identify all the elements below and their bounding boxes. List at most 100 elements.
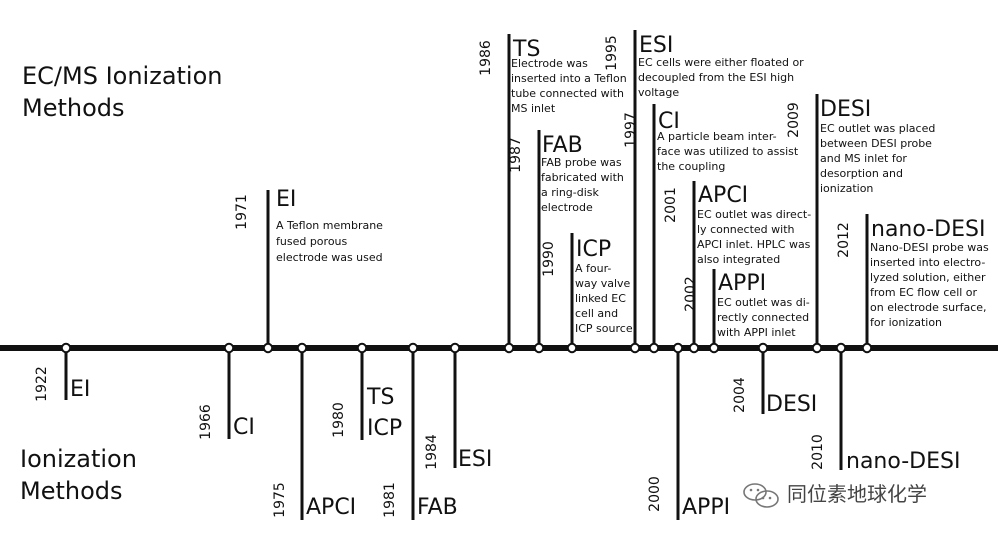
top-event-node [533, 342, 545, 354]
bottom-event-node [835, 342, 847, 354]
top-event-node [861, 342, 873, 354]
top-event-description-line: from EC flow cell or [870, 286, 978, 299]
bottom-event-year: 1981 [382, 482, 398, 518]
top-event-label: nano-DESI [871, 217, 985, 242]
bottom-event-year: 1980 [331, 402, 347, 438]
watermark: 同位素地球化学 [743, 482, 927, 508]
top-event-description-line: and MS inlet for [820, 152, 907, 165]
top-event-description-line: ionization [820, 182, 873, 195]
bottom-event-group-8: 2004 DESI [732, 342, 817, 417]
top-event-description-line: EC outlet was di- [717, 296, 810, 309]
top-event-node [648, 342, 660, 354]
top-event-description-line: A Teflon membrane [276, 219, 383, 232]
top-event-year: 1997 [623, 112, 639, 148]
bottom-event-year: 1984 [424, 434, 440, 470]
top-event-year: 2009 [786, 102, 802, 138]
top-event-description-line: ly connected with [697, 223, 795, 236]
top-event-description-line: lyzed solution, either [870, 271, 986, 284]
wechat-icon [743, 483, 779, 508]
top-event-description-line: FAB probe was [541, 156, 622, 169]
top-event-description-line: for ionization [870, 316, 942, 329]
bottom-event-label: nano-DESI [846, 449, 960, 474]
bottom-event-group-3: 1975 APCI [272, 342, 356, 520]
top-event-description-line: linked EC [575, 292, 626, 305]
bottom-event-year: 1975 [272, 482, 288, 518]
top-event-description-line: ICP source [575, 322, 633, 335]
top-event-description-line: EC cells were either floated or [638, 56, 804, 69]
bottom-event-node [757, 342, 769, 354]
top-event-description-line: A particle beam inter- [657, 130, 777, 143]
top-event-description-line: fused porous [276, 235, 348, 248]
bottom-event-label: DESI [766, 392, 817, 417]
top-event-description-line: electrode [541, 201, 593, 214]
top-event-description-line: voltage [638, 86, 679, 99]
top-event-description-line: MS inlet [511, 102, 556, 115]
bottom-event-label: CI [233, 415, 255, 440]
bottom-event-year: 2004 [732, 377, 748, 413]
bottom-event-year: 1966 [198, 404, 214, 440]
bottom-event-label: ESI [458, 447, 492, 472]
top-heading-line-2: Methods [22, 94, 125, 122]
bottom-event-group-2: 1966 CI [198, 342, 255, 440]
top-event-label: TS [512, 37, 540, 62]
bottom-event-node [60, 342, 72, 354]
top-event-description-line: between DESI probe [820, 137, 932, 150]
bottom-event-label: FAB [417, 495, 458, 520]
bottom-event-label: TS [366, 385, 394, 410]
top-heading-line-1: EC/MS Ionization [22, 62, 223, 90]
bottom-event-label: APCI [306, 495, 356, 520]
top-event-description-line: on electrode surface, [870, 301, 987, 314]
top-event-description-line: way valve [575, 277, 631, 290]
top-event-description-line: cell and [575, 307, 618, 320]
top-event-description-line: fabricated with [541, 171, 624, 184]
bottom-event-group-1: 1922 EI [34, 342, 90, 402]
top-event-year: 1987 [508, 137, 524, 173]
top-event-description-line: decoupled from the ESI high [638, 71, 794, 84]
bottom-event-group-6: 1984 ESI [424, 342, 492, 472]
bottom-event-label: APPI [682, 495, 730, 520]
bottom-event-node [296, 342, 308, 354]
bottom-heading-line-2: Methods [20, 477, 123, 505]
top-event-description-line: EC outlet was placed [820, 122, 935, 135]
bottom-event-node [672, 342, 684, 354]
bottom-event-year: 1922 [34, 366, 50, 402]
top-event-year: 1990 [541, 241, 557, 277]
headings: EC/MS Ionization Methods Ionization Meth… [20, 62, 223, 505]
top-event-description-line: desorption and [820, 167, 903, 180]
bottom-event-year: 2010 [810, 434, 826, 470]
top-event-label: ICP [576, 237, 611, 262]
top-event-description-line: Nano-DESI probe was [870, 241, 989, 254]
bottom-event-node [407, 342, 419, 354]
top-event-node [811, 342, 823, 354]
top-event-description-line: tube connected with [511, 87, 624, 100]
top-event-node [262, 342, 274, 354]
top-event-description-line: Electrode was [511, 57, 588, 70]
top-event-description-line: EC outlet was direct- [697, 208, 811, 221]
top-event-label: DESI [820, 97, 871, 122]
top-event-description-line: the coupling [657, 160, 725, 173]
top-event-label: APPI [718, 271, 766, 296]
top-event-description-line: inserted into electro- [870, 256, 985, 269]
top-event-description-line: a ring-disk [541, 186, 600, 199]
top-event-node [708, 342, 720, 354]
top-event-year: 1971 [234, 194, 250, 230]
top-event-node [566, 342, 578, 354]
bottom-event-node [449, 342, 461, 354]
bottom-event-group-5: 1981 FAB [382, 342, 458, 520]
top-event-description-line: APCI inlet. HPLC was [697, 238, 811, 251]
top-event-label: FAB [542, 133, 583, 158]
bottom-event-label: EI [70, 377, 90, 402]
